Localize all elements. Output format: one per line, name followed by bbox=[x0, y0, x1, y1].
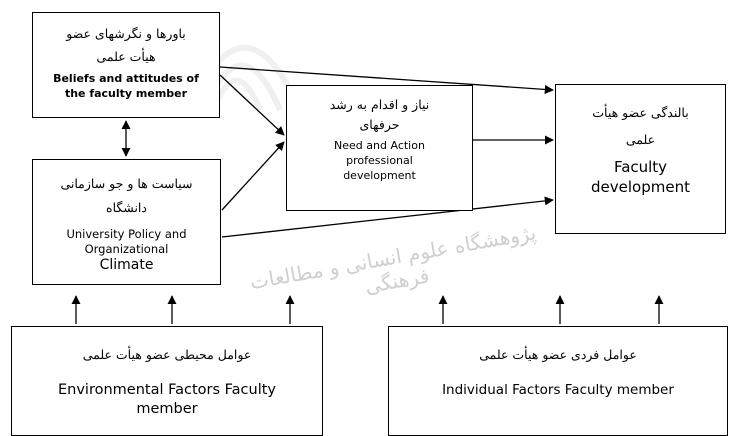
need-fa-line2: حرفهای bbox=[359, 117, 400, 132]
need-en-line1: Need and Action bbox=[334, 139, 425, 152]
policy-fa-line2: دانشگاه bbox=[106, 200, 147, 215]
individual-factors-box: عوامل فردی عضو هیأت علمی Individual Fact… bbox=[388, 326, 728, 436]
faculty-en-line2: development bbox=[591, 178, 690, 196]
policy-fa-line1: سیاست ها و جو سازمانی bbox=[60, 176, 193, 191]
env-fa-line1: عوامل محیطی عضو هیأت علمی bbox=[82, 347, 252, 362]
beliefs-fa-line1: باورها و نگرشهای عضو bbox=[66, 26, 186, 41]
need-action-box: نیاز و اقدام به رشد حرفهای Need and Acti… bbox=[286, 85, 473, 211]
individual-en-line1: Individual Factors Faculty member bbox=[442, 382, 674, 398]
faculty-fa-line1: بالندگی عضو هیأت bbox=[592, 105, 689, 120]
environmental-factors-box: عوامل محیطی عضو هیأت علمی Environmental … bbox=[11, 326, 323, 436]
beliefs-en-line1: Beliefs and attitudes of bbox=[53, 72, 199, 85]
arrow-beliefs-to-faculty bbox=[219, 66, 554, 94]
faculty-fa-line2: علمی bbox=[625, 132, 656, 147]
need-fa-line1: نیاز و اقدام به رشد bbox=[329, 97, 430, 112]
beliefs-attitudes-box: باورها و نگرشهای عضو هیأت علمی Beliefs a… bbox=[32, 12, 220, 118]
beliefs-fa-line2: هیأت علمی bbox=[96, 49, 156, 64]
env-en-line1: Environmental Factors Faculty bbox=[57, 382, 276, 398]
beliefs-en-line2: the faculty member bbox=[64, 87, 188, 100]
individual-fa-line1: عوامل فردی عضو هیأت علمی bbox=[479, 347, 637, 362]
arrow-policy-to-faculty bbox=[221, 196, 554, 238]
arrow-beliefs-to-need bbox=[219, 74, 285, 136]
env-en-line2: member bbox=[136, 401, 198, 417]
faculty-development-box: بالندگی عضو هیأت علمی Faculty developmen… bbox=[555, 84, 726, 234]
need-en-line2: professional bbox=[346, 154, 413, 167]
policy-en-line2: Organizational bbox=[84, 242, 169, 256]
university-policy-box: سیاست ها و جو سازمانی دانشگاه University… bbox=[32, 159, 221, 285]
policy-en-line3: Climate bbox=[99, 257, 154, 273]
policy-en-line1: University Policy and bbox=[66, 227, 187, 241]
need-en-line3: development bbox=[343, 169, 416, 182]
faculty-en-line1: Faculty bbox=[613, 158, 668, 176]
arrow-policy-to-need bbox=[221, 141, 285, 211]
